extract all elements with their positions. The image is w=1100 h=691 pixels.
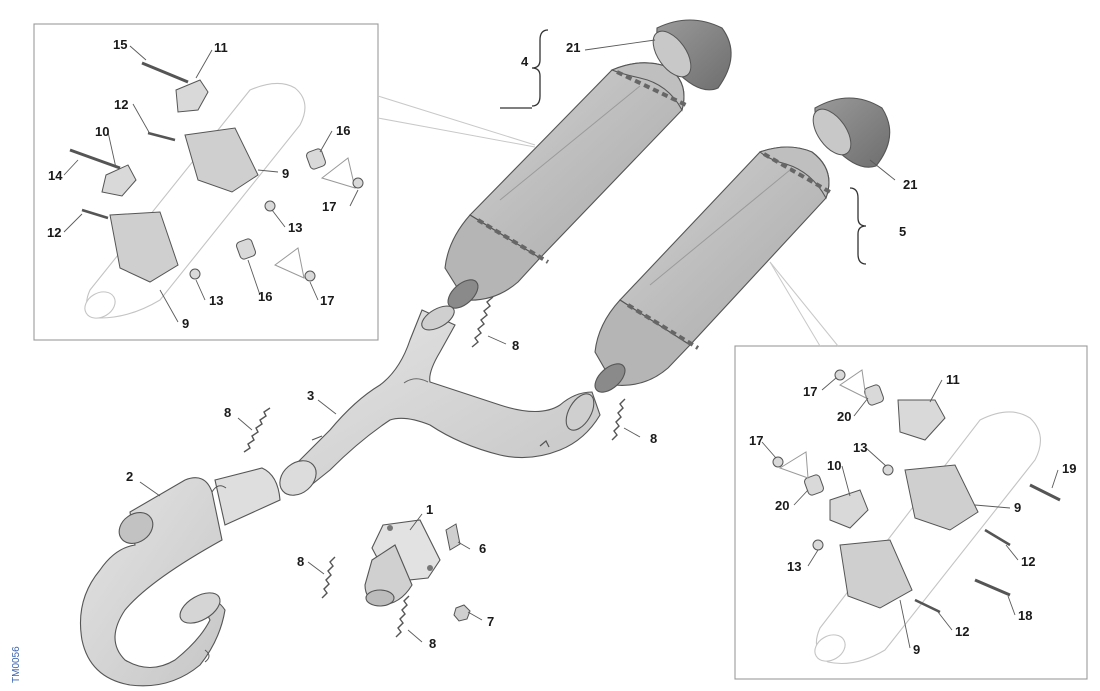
callout-right-19: 19 — [1062, 461, 1076, 476]
callout-right-12a: 12 — [1021, 554, 1035, 569]
callout-1: 1 — [426, 502, 433, 517]
left-inset-hardware — [69, 61, 364, 283]
callout-right-11: 11 — [946, 372, 960, 387]
y-pipe — [279, 305, 601, 496]
stud-and-nut — [445, 523, 471, 622]
end-cap-right — [812, 97, 891, 168]
spring-8e — [395, 595, 410, 638]
manifold-flange — [364, 519, 441, 607]
header-pipe — [79, 467, 281, 687]
end-cap-left — [652, 19, 732, 91]
callout-left-9a: 9 — [282, 166, 289, 181]
callout-left-12b: 12 — [47, 225, 61, 240]
callout-21b: 21 — [903, 177, 917, 192]
callout-right-13b: 13 — [787, 559, 801, 574]
callout-right-9a: 9 — [1014, 500, 1021, 515]
callout-6: 6 — [479, 541, 486, 556]
callout-right-20b: 20 — [775, 498, 789, 513]
drawing-code: TM0056 — [11, 646, 22, 683]
silencer-left — [444, 62, 687, 309]
callout-right-10: 10 — [827, 458, 841, 473]
spring-8d — [321, 556, 336, 599]
callout-right-9b: 9 — [913, 642, 920, 657]
callout-7: 7 — [487, 614, 494, 629]
callout-8b: 8 — [224, 405, 231, 420]
group-braces — [500, 29, 867, 265]
callout-labels: 1 2 3 4 5 6 7 8 8 8 8 8 21 21 15 11 12 1… — [47, 37, 1076, 657]
spring-8a — [471, 296, 494, 348]
callout-right-17b: 17 — [749, 433, 763, 448]
inset-connector-lines — [377, 95, 839, 347]
callout-8c: 8 — [650, 431, 657, 446]
callout-left-15: 15 — [113, 37, 127, 52]
callout-left-16b: 16 — [258, 289, 272, 304]
callout-8d: 8 — [297, 554, 304, 569]
callout-left-9b: 9 — [182, 316, 189, 331]
callout-8a: 8 — [512, 338, 519, 353]
callout-left-13b: 13 — [209, 293, 223, 308]
callout-8e: 8 — [429, 636, 436, 651]
callout-left-16a: 16 — [336, 123, 350, 138]
callout-21a: 21 — [566, 40, 580, 55]
callout-left-11: 11 — [214, 40, 228, 55]
callout-right-17a: 17 — [803, 384, 817, 399]
callout-right-13a: 13 — [853, 440, 867, 455]
callout-left-13a: 13 — [288, 220, 302, 235]
springs — [243, 296, 626, 638]
callout-right-20a: 20 — [837, 409, 851, 424]
callout-left-10: 10 — [95, 124, 109, 139]
silencer-right — [594, 146, 831, 393]
leader-lines — [63, 39, 1059, 649]
callout-left-14: 14 — [48, 168, 63, 183]
callout-right-12b: 12 — [955, 624, 969, 639]
callout-4: 4 — [521, 54, 529, 69]
spring-8c — [611, 398, 626, 441]
callout-2: 2 — [126, 469, 133, 484]
spring-8b — [243, 407, 271, 453]
right-inset-hardware — [772, 369, 1061, 614]
callout-5: 5 — [899, 224, 906, 239]
callout-left-17b: 17 — [320, 293, 334, 308]
callout-3: 3 — [307, 388, 314, 403]
callout-left-17a: 17 — [322, 199, 336, 214]
callout-right-18: 18 — [1018, 608, 1032, 623]
callout-left-12a: 12 — [114, 97, 128, 112]
